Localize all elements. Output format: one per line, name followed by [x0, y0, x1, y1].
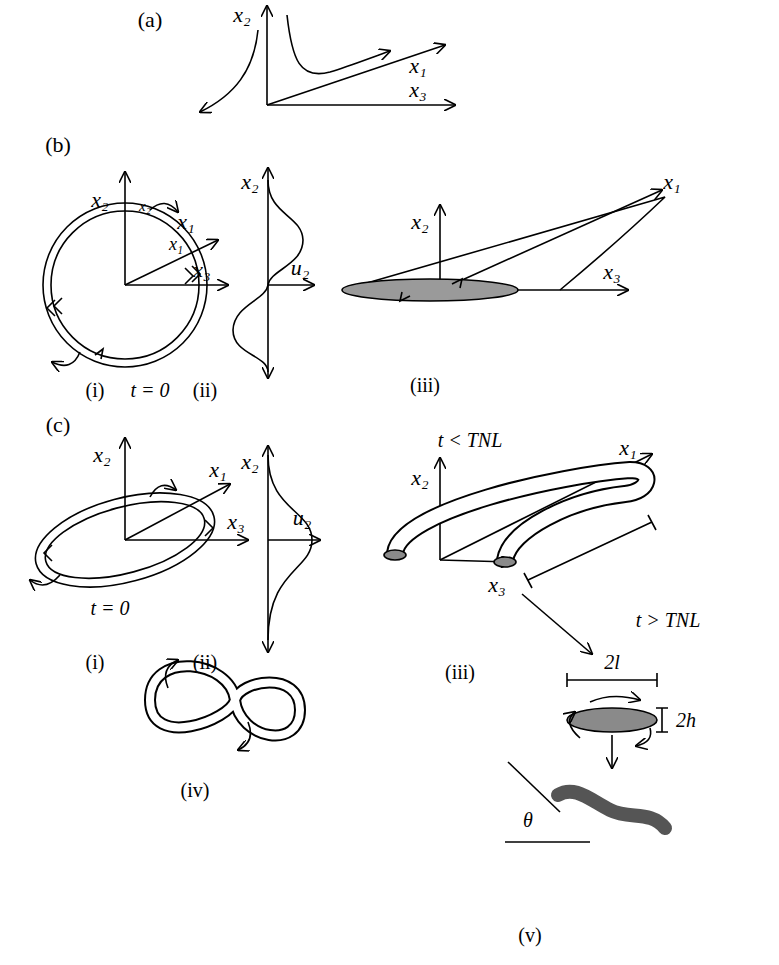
axis-label: t < TNL: [438, 430, 503, 450]
axis-label: x₃: [193, 259, 210, 281]
tilted-vortex-ring: [25, 438, 248, 604]
axis-label: x₂: [241, 171, 258, 193]
axis-label: x₁: [209, 459, 226, 481]
panel-label: (i): [86, 380, 105, 400]
axis-label: θ: [523, 810, 533, 830]
axis-label: u₂: [291, 257, 310, 279]
axis-label: x₂: [411, 211, 428, 233]
axis-label: t = 0: [90, 598, 129, 618]
axis-label: x₁: [619, 437, 636, 459]
axis-label: x₂: [139, 199, 151, 214]
hairpin-vortex: [384, 454, 656, 654]
panel-label: (iii): [445, 662, 475, 682]
axis-label: 2h: [676, 710, 696, 730]
figure-eight-vortex: [150, 660, 300, 750]
panel-label: (c): [46, 414, 70, 436]
axis-label: x₂: [411, 467, 428, 489]
flattened-ring-sheet: [342, 190, 665, 301]
axis-label: x₃: [227, 511, 244, 533]
axis-label: 2l: [604, 652, 620, 672]
axis-label: x₃: [603, 261, 620, 283]
axis-label: x₂: [241, 451, 258, 473]
panel-label: (ii): [193, 652, 217, 672]
axis-label: t > TNL: [636, 610, 701, 630]
axis-label: x₂: [91, 189, 108, 211]
axis-label: t = 0: [130, 380, 169, 400]
flattened-vortex: [505, 673, 668, 842]
panel-label: (b): [45, 134, 71, 156]
panel-label: (ii): [193, 380, 217, 400]
axis-label: x₂: [93, 444, 110, 466]
panel-label: (iii): [410, 375, 440, 395]
axis-label: x₁: [663, 171, 680, 193]
panel-label: (iv): [181, 780, 210, 800]
panel-label: (v): [518, 925, 541, 945]
vortex-ring-circle: [43, 172, 228, 367]
axis-label: x₁: [169, 235, 183, 253]
axis-label: x₂: [233, 4, 250, 26]
axis-label: x₁: [177, 211, 194, 233]
axis-label: x₃: [409, 79, 426, 101]
panel-label: (a): [138, 9, 162, 31]
axis-label: x₃: [488, 574, 505, 596]
velocity-profile-odd: [233, 168, 314, 378]
axis-label: x₁: [409, 55, 426, 77]
velocity-profile-even: [268, 446, 320, 652]
axis-label: u₂: [293, 507, 312, 529]
panel-label: (i): [86, 652, 105, 672]
